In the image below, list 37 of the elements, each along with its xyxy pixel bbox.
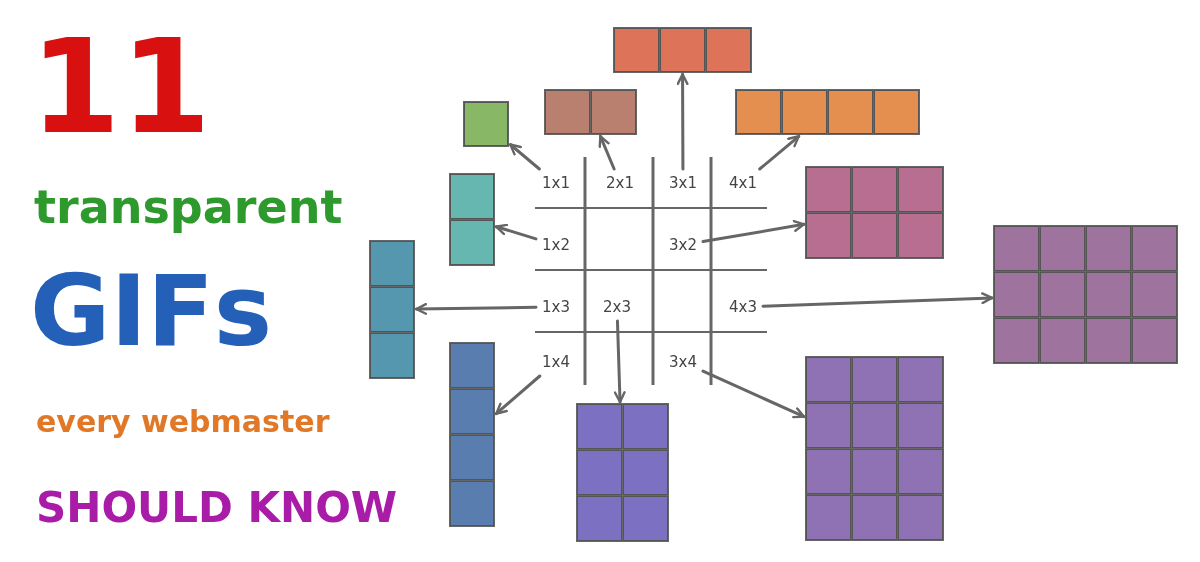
- size-label: 3x2: [665, 235, 701, 255]
- arrow: [613, 319, 626, 404]
- tile-grid: [544, 89, 637, 136]
- subheading-text: every webmaster: [36, 407, 330, 437]
- size-label: 4x1: [725, 173, 761, 193]
- arrow: [761, 292, 994, 308]
- tile-grid: [735, 89, 921, 136]
- size-label: 2x1: [602, 173, 638, 193]
- tile-grid: [805, 166, 944, 259]
- arrow: [598, 134, 616, 171]
- arrow: [701, 369, 806, 419]
- heading-word: GIFs: [30, 262, 273, 360]
- arrow: [701, 220, 806, 244]
- subheading-text: SHOULD KNOW: [36, 487, 398, 529]
- number-heading: 11: [30, 22, 211, 152]
- size-label: 1x2: [538, 235, 574, 255]
- tile-grid: [613, 27, 752, 74]
- arrow: [758, 134, 801, 171]
- size-label: 3x4: [665, 352, 701, 372]
- size-label: 1x1: [538, 173, 574, 193]
- arrow: [508, 143, 541, 171]
- arrow: [414, 302, 538, 315]
- arrow: [494, 374, 542, 416]
- tile-grid: [993, 225, 1179, 364]
- size-label: 2x3: [599, 297, 635, 317]
- size-label: 4x3: [725, 297, 761, 317]
- arrow: [676, 72, 689, 171]
- tile-grid: [576, 403, 669, 542]
- tile-grid: [805, 356, 944, 542]
- size-label: 3x1: [665, 173, 701, 193]
- tile-grid: [449, 173, 496, 266]
- arrow: [494, 223, 538, 241]
- size-label: 1x4: [538, 352, 574, 372]
- tile-grid: [449, 342, 496, 528]
- size-label: 1x3: [538, 297, 574, 317]
- tile-grid: [369, 240, 416, 379]
- tile-grid: [463, 101, 510, 148]
